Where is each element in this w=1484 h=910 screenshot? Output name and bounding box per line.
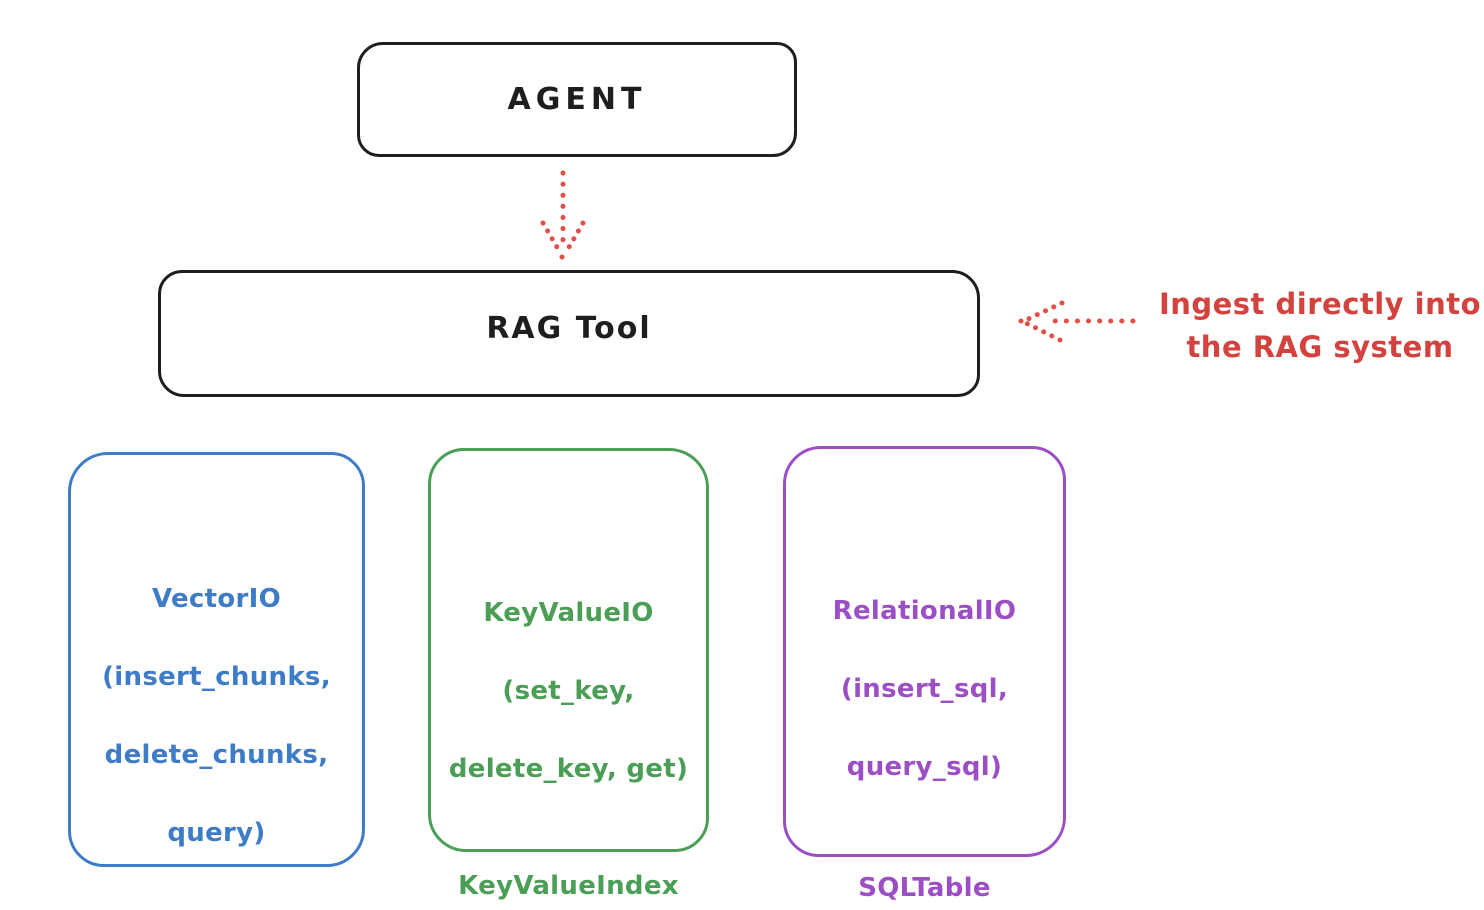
vectorio-title-line: query) [167, 818, 266, 848]
card-keyvalueio: KeyValueIO (set_key, delete_key, get) Ke… [428, 448, 709, 901]
agent-to-ragtool-arrow-icon [540, 170, 586, 261]
card-vectorio: VectorIO (insert_chunks, delete_chunks, … [68, 452, 365, 867]
keyvalueio-title-line: KeyValueIO [483, 598, 654, 628]
relationalio-index-label: SQLTable [858, 873, 991, 903]
relationalio-title-line: query_sql) [846, 752, 1003, 782]
ingest-arrow-icon [1018, 300, 1136, 343]
agent-box: AGENT [357, 42, 797, 157]
vectorio-title: VectorIO (insert_chunks, delete_chunks, … [102, 541, 331, 892]
relationalio-title-line: RelationalIO [832, 596, 1017, 626]
keyvalueio-index-label: KeyValueIndex [458, 871, 679, 901]
vectorio-title-line: (insert_chunks, [102, 662, 331, 692]
ingest-annotation-line2: the RAG system [1186, 330, 1454, 364]
relationalio-title: RelationalIO (insert_sql, query_sql) [833, 553, 1017, 826]
ingest-annotation-line1: Ingest directly into [1158, 287, 1482, 321]
keyvalueio-title: KeyValueIO (set_key, delete_key, get) [449, 555, 688, 828]
keyvalueio-title-line: delete_key, get) [448, 754, 689, 784]
rag-tool-label: RAG Tool [486, 311, 652, 346]
vectorio-title-line: VectorIO [151, 584, 282, 614]
relationalio-title-line: (insert_sql, [840, 674, 1009, 704]
card-relationalio: RelationalIO (insert_sql, query_sql) SQL… [783, 446, 1066, 903]
keyvalueio-title-line: (set_key, [502, 676, 635, 706]
vectorio-title-line: delete_chunks, [104, 740, 329, 770]
agent-label: AGENT [507, 82, 647, 117]
rag-tool-box: RAG Tool [158, 270, 980, 397]
ingest-annotation: Ingest directly into the RAG system [1140, 283, 1484, 369]
